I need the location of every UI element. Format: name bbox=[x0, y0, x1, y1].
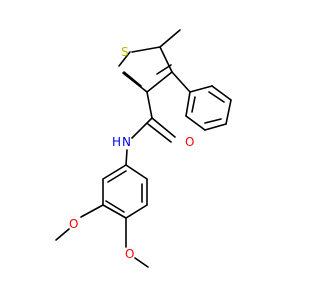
bond-line bbox=[211, 85, 232, 101]
bond-line bbox=[147, 123, 172, 143]
bond-line bbox=[191, 96, 196, 113]
bond-line bbox=[171, 71, 191, 93]
bond-line bbox=[189, 85, 213, 93]
atom-labels: S O N H O O bbox=[69, 45, 194, 261]
bond-line bbox=[185, 115, 206, 131]
bond-line bbox=[123, 71, 142, 87]
bond-line bbox=[208, 91, 225, 103]
atom-label-o-methoxy-2: O bbox=[125, 247, 134, 261]
bond-line bbox=[151, 117, 176, 138]
bond-line bbox=[105, 200, 125, 213]
bond-line bbox=[159, 29, 181, 48]
bond-line bbox=[156, 64, 172, 75]
atom-label-n-amide: N bbox=[122, 135, 131, 149]
atom-label-s: S bbox=[121, 45, 129, 59]
bond-line bbox=[125, 164, 148, 180]
bond-line bbox=[102, 204, 127, 219]
bond-line bbox=[125, 204, 148, 219]
bond-line bbox=[134, 257, 149, 268]
bond-lines bbox=[55, 29, 232, 268]
bond-line bbox=[204, 118, 222, 124]
bond-line bbox=[146, 71, 173, 93]
bond-line bbox=[107, 170, 127, 183]
bond-line bbox=[131, 46, 161, 53]
bond-line bbox=[102, 164, 127, 180]
bond-line bbox=[185, 91, 191, 117]
bond-line bbox=[225, 99, 232, 125]
bond-line bbox=[125, 149, 128, 166]
bond-line bbox=[159, 46, 173, 73]
bond-line bbox=[122, 72, 148, 93]
atom-label-o-methoxy-1: O bbox=[69, 217, 78, 231]
atom-label-o-carbonyl: O bbox=[185, 135, 194, 149]
bond-line bbox=[131, 117, 153, 139]
bond-line bbox=[80, 204, 104, 218]
atom-label-h-amide: H bbox=[112, 135, 121, 149]
bond-line bbox=[146, 91, 153, 119]
molecule-structure: S O N H O O bbox=[55, 29, 232, 268]
bond-line bbox=[204, 123, 227, 131]
bond-line bbox=[118, 51, 131, 67]
bond-line bbox=[55, 228, 70, 241]
